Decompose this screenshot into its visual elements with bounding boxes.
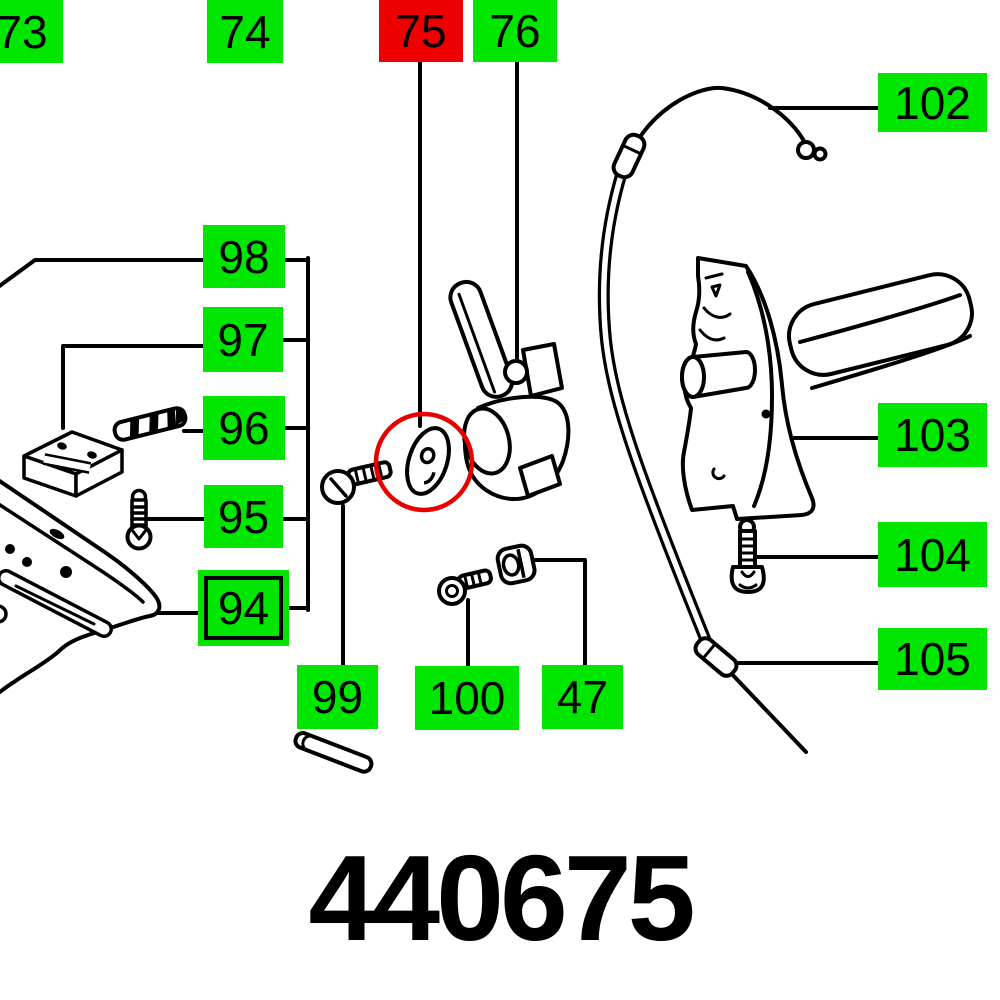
- part-label-98[interactable]: 98: [203, 225, 285, 288]
- part-label-105[interactable]: 105: [878, 628, 987, 690]
- highlight-circle: [373, 411, 475, 513]
- part-roll-pin: [112, 406, 188, 442]
- part-label-47[interactable]: 47: [542, 665, 623, 729]
- part-label-95[interactable]: 95: [204, 485, 283, 548]
- part-cable-ferrule: [693, 636, 739, 678]
- part-label-76[interactable]: 76: [473, 0, 557, 62]
- part-cap-47: [495, 543, 537, 586]
- part-screw-99: [320, 460, 393, 505]
- part-number-title: 440675: [308, 830, 695, 966]
- part-cable: [597, 85, 828, 754]
- part-screw-95: [125, 488, 153, 551]
- part-contact-block: [22, 430, 124, 498]
- part-label-94[interactable]: 94: [198, 570, 289, 646]
- part-screw-100: [437, 568, 493, 606]
- part-label-104[interactable]: 104: [878, 522, 987, 587]
- part-label-97[interactable]: 97: [203, 307, 283, 372]
- part-label-102[interactable]: 102: [878, 73, 987, 132]
- part-label-99[interactable]: 99: [297, 665, 378, 729]
- part-base-plate: [0, 478, 162, 695]
- part-screw-104: [729, 518, 766, 594]
- part-label-103[interactable]: 103: [878, 403, 987, 467]
- part-label-75[interactable]: 75: [379, 0, 463, 62]
- part-handle: [680, 256, 974, 521]
- part-washer-75: [405, 426, 451, 496]
- part-label-96[interactable]: 96: [203, 396, 285, 460]
- part-pin-rod: [293, 731, 374, 774]
- part-label-74[interactable]: 74: [207, 0, 283, 63]
- part-label-73[interactable]: 73: [0, 0, 63, 63]
- leader-lines: [0, 0, 880, 668]
- part-label-100[interactable]: 100: [415, 666, 519, 730]
- part-trigger-assembly: [448, 279, 571, 502]
